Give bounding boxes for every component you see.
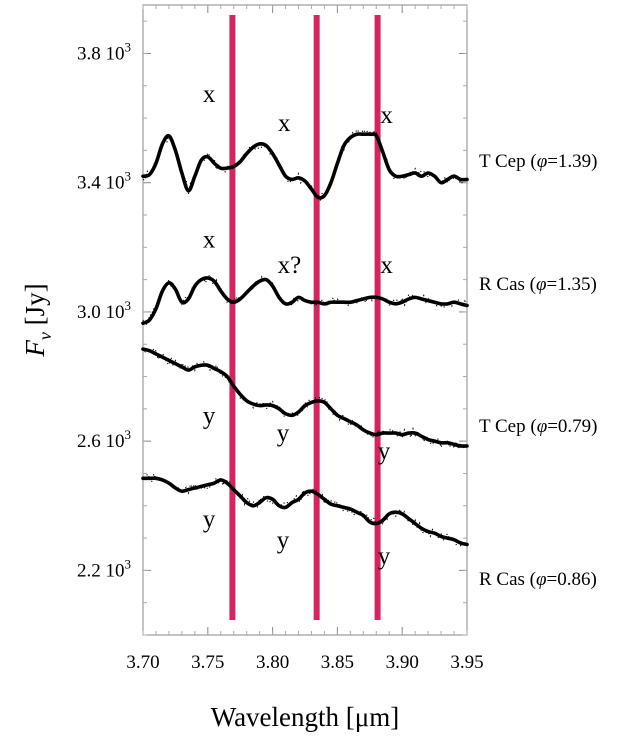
annotation-label: x [380, 102, 393, 129]
x-tick-label: 3.95 [450, 652, 483, 673]
series-label-suffix: =0.86) [547, 569, 597, 590]
y-tick-label: 2.2 103 [77, 556, 131, 581]
x-axis-title: Wavelength [μm] [211, 702, 400, 732]
y-tick-base: 10 [101, 173, 125, 194]
y-tick-mantissa: 3.4 [77, 173, 101, 194]
annotation-label: y [277, 420, 290, 447]
annotation-label: y [203, 402, 216, 429]
annotation-label: y [378, 438, 391, 465]
annotation-label: x [278, 110, 291, 137]
series-line [141, 132, 469, 200]
annotation-label: y [203, 506, 216, 533]
series-line [141, 476, 469, 547]
annotation-label: y [378, 543, 391, 570]
series-label: T Cep (φ=1.39) [479, 151, 598, 172]
series-label-phi: φ [537, 151, 548, 172]
series-label-prefix: R Cas ( [479, 569, 536, 590]
annotation-label: x [203, 226, 216, 253]
y-tick-exponent: 3 [125, 427, 132, 442]
series-label-prefix: T Cep ( [479, 151, 537, 172]
series-label: R Cas (φ=1.35) [479, 274, 597, 295]
series-observed-trace [142, 472, 468, 547]
series-line [141, 276, 469, 326]
y-axis-title-sub: ν [35, 332, 55, 340]
y-tick-label: 3.0 103 [77, 298, 131, 323]
x-tick-labels: 3.70 3.75 3.80 3.85 3.90 3.95 [126, 652, 483, 673]
y-tick-base: 10 [101, 43, 125, 64]
y-tick-mantissa: 2.6 [77, 431, 101, 452]
y-tick-mantissa: 3.8 [77, 43, 101, 64]
series-label-suffix: =0.79) [547, 416, 597, 437]
annotation-label: x [203, 81, 216, 108]
y-tick-label: 2.6 103 [77, 427, 131, 452]
series-observed-trace [142, 347, 468, 451]
series-label-prefix: R Cas ( [479, 274, 536, 295]
x-tick-label: 3.85 [321, 652, 354, 673]
y-axis-title: Fν [Jy] [20, 283, 55, 357]
x-tick-label: 3.80 [256, 652, 289, 673]
series-label-phi: φ [536, 569, 547, 590]
plot-frame [142, 4, 468, 636]
series-observed-trace [142, 128, 468, 203]
x-tick-label: 3.90 [386, 652, 419, 673]
series-label-phi: φ [536, 274, 547, 295]
y-tick-base: 10 [101, 560, 125, 581]
series-label-prefix: T Cep ( [479, 416, 537, 437]
y-tick-mantissa: 2.2 [77, 560, 101, 581]
x-tick-label: 3.70 [126, 652, 159, 673]
y-tick-exponent: 3 [125, 298, 132, 313]
y-axis-title-unit: [Jy] [20, 283, 50, 332]
y-tick-base: 10 [101, 302, 125, 323]
y-tick-base: 10 [101, 431, 125, 452]
series-label-phi: φ [537, 416, 548, 437]
series-label: R Cas (φ=0.86) [479, 569, 597, 590]
y-tick-label: 3.4 103 [77, 169, 131, 194]
axis-ticks [142, 5, 468, 636]
series-layer [141, 128, 469, 547]
annotation-label: y [277, 527, 290, 554]
annotation-layer: x x x x x? x y y y y y y [203, 81, 394, 570]
series-label-suffix: =1.39) [547, 151, 597, 172]
series-labels: T Cep (φ=1.39)R Cas (φ=1.35)T Cep (φ=0.7… [479, 151, 598, 590]
series-label: T Cep (φ=0.79) [479, 416, 598, 437]
series-line [141, 347, 469, 448]
annotation-label: x [380, 252, 393, 279]
y-tick-exponent: 3 [125, 169, 132, 184]
y-axis-title-main: F [20, 340, 50, 358]
y-tick-exponent: 3 [125, 556, 132, 571]
y-tick-mantissa: 3.0 [77, 302, 101, 323]
x-tick-label: 3.75 [191, 652, 224, 673]
vertical-marker-lines [229, 15, 381, 620]
series-label-suffix: =1.35) [547, 274, 597, 295]
y-tick-label: 3.8 103 [77, 39, 131, 64]
y-tick-exponent: 3 [125, 39, 132, 54]
annotation-label: x? [278, 252, 302, 279]
